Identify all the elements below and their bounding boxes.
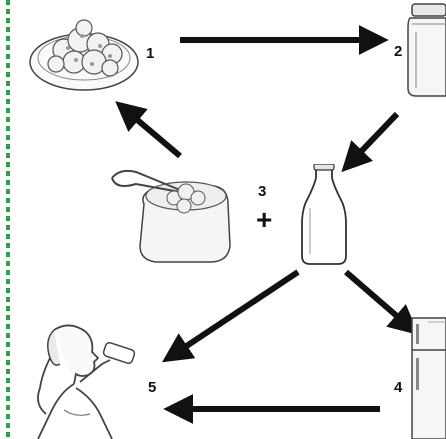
glass-jar-illustration xyxy=(406,2,446,98)
arrow-milk-to-4 xyxy=(346,272,406,324)
plus-sign: + xyxy=(256,206,272,234)
arrow-3-to-1 xyxy=(128,112,180,156)
step-label-1: 1 xyxy=(146,46,154,61)
step-label-3: 3 xyxy=(258,184,266,199)
step-label-5: 5 xyxy=(148,380,156,395)
arrow-milk-to-5 xyxy=(176,272,298,353)
spoon-in-jar-illustration xyxy=(110,160,240,264)
milk-bottle-illustration xyxy=(300,164,348,266)
person-drinking-illustration xyxy=(20,318,144,439)
refrigerator-illustration xyxy=(408,314,446,439)
step-label-4: 4 xyxy=(394,380,402,395)
arrow-2-to-milk xyxy=(353,114,397,160)
kefir-grains-dish-illustration xyxy=(24,6,144,98)
step-label-2: 2 xyxy=(394,44,402,59)
